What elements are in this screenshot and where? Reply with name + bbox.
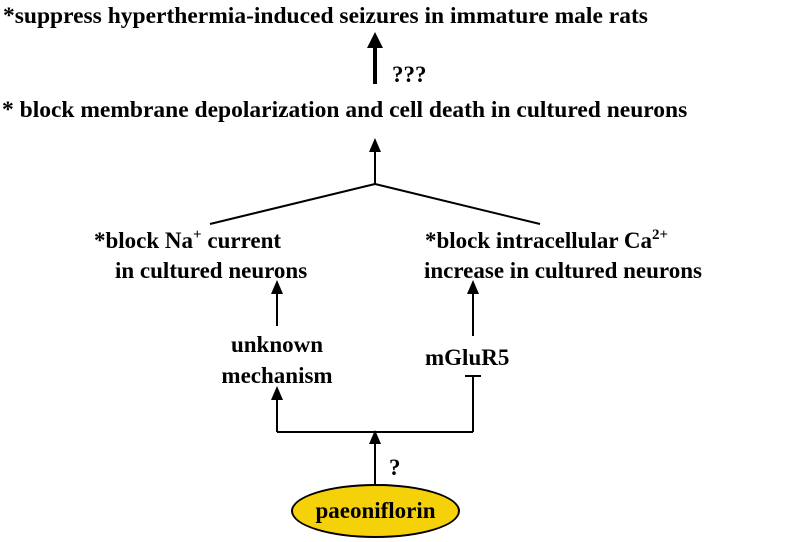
arrowhead-paeoniflorin bbox=[369, 430, 381, 444]
unknown-mechanism: unknown mechanism bbox=[197, 333, 357, 387]
unknown-mechanism-line1: unknown bbox=[230, 332, 324, 357]
arrowhead-ca bbox=[467, 280, 479, 294]
unknown-mechanism-line2: mechanism bbox=[221, 363, 333, 388]
arrowhead-na bbox=[271, 280, 283, 294]
na-current-line1-suffix: current bbox=[201, 228, 282, 253]
paeoniflorin-label: paeoniflorin bbox=[315, 498, 436, 523]
seizures-outcome: *suppress hyperthermia-induced seizures … bbox=[3, 3, 648, 29]
na-current-effect: *block Na+ current bbox=[94, 227, 282, 253]
na-current-effect-line2: in cultured neurons bbox=[115, 258, 308, 283]
na-current-line1-prefix: *block Na bbox=[94, 228, 194, 253]
ca-increase-superscript: 2+ bbox=[652, 227, 669, 243]
mglur5-node: mGluR5 bbox=[425, 345, 510, 370]
arrowhead-seizures bbox=[367, 32, 383, 48]
ca-increase-effect-line2: increase in cultured neurons bbox=[424, 258, 702, 283]
uncertain-link-marker: ? bbox=[389, 455, 401, 480]
na-current-superscript: + bbox=[193, 227, 202, 243]
arrowhead-depolarization bbox=[369, 138, 381, 152]
ca-increase-effect: *block intracellular Ca2+ bbox=[425, 227, 669, 253]
paeoniflorin-oval bbox=[291, 484, 460, 538]
unknown-link-marker: ??? bbox=[392, 62, 427, 87]
converge-right bbox=[374, 183, 541, 225]
ca-increase-line1-prefix: *block intracellular Ca bbox=[425, 228, 653, 253]
arrowhead-unknown bbox=[271, 386, 283, 400]
depolarization-effect: * block membrane depolarization and cell… bbox=[2, 97, 688, 123]
converge-left bbox=[209, 183, 376, 225]
